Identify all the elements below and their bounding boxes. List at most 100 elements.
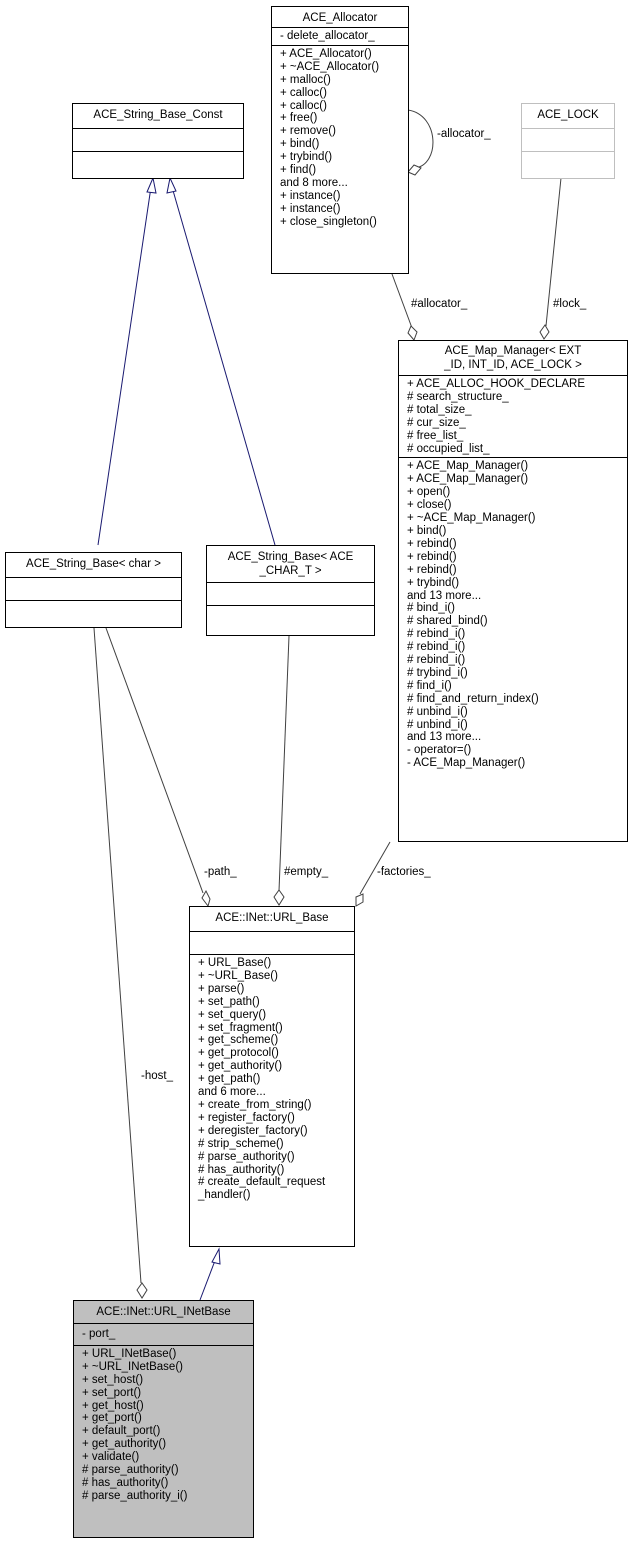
member-item[interactable]: # free_list_ xyxy=(407,429,464,442)
member-item[interactable]: + malloc() xyxy=(280,73,331,86)
member-item[interactable]: - ACE_Map_Manager() xyxy=(407,757,526,770)
member-item[interactable]: # unbind_i() xyxy=(407,705,468,718)
member-item[interactable]: # cur_size_ xyxy=(407,416,466,429)
member-item[interactable]: # find_and_return_index() xyxy=(407,692,539,705)
class-ace-allocator[interactable]: ACE_Allocator - delete_allocator_ + ACE_… xyxy=(271,6,409,274)
member-item[interactable]: + set_query() xyxy=(198,1008,267,1021)
member-item[interactable]: + deregister_factory() xyxy=(198,1124,308,1137)
member-item[interactable]: + get_protocol() xyxy=(198,1047,279,1060)
member-item[interactable]: + ACE_Allocator() xyxy=(280,47,372,60)
member-item[interactable]: + ~URL_Base() xyxy=(198,969,278,982)
class-url-base[interactable]: ACE::INet::URL_Base + URL_Base()+ ~URL_B… xyxy=(189,906,355,1247)
member-item[interactable]: + calloc() xyxy=(280,99,327,112)
aggregation-diamond xyxy=(355,893,364,907)
class-ace-string-base-ace-char-t[interactable]: ACE_String_Base< ACE _CHAR_T > xyxy=(206,545,375,636)
member-item[interactable]: + trybind() xyxy=(280,151,333,164)
member-item[interactable]: # rebind_i() xyxy=(407,628,466,641)
member-item[interactable]: - delete_allocator_ xyxy=(280,30,375,42)
member-item[interactable]: + find() xyxy=(280,164,317,177)
member-item[interactable]: + ACE_Map_Manager() xyxy=(407,473,529,486)
class-ace-map-manager[interactable]: ACE_Map_Manager< EXT _ID, INT_ID, ACE_LO… xyxy=(398,340,628,842)
member-item[interactable]: + trybind() xyxy=(407,576,460,589)
member-item[interactable]: + set_host() xyxy=(82,1373,144,1386)
member-item[interactable]: + remove() xyxy=(280,125,336,138)
class-title: ACE_String_Base< ACE _CHAR_T > xyxy=(207,546,374,582)
member-item[interactable]: + get_path() xyxy=(198,1073,261,1086)
member-item[interactable]: # total_size_ xyxy=(407,403,472,416)
aggregation-diamond xyxy=(273,889,285,906)
member-item[interactable]: # search_structure_ xyxy=(407,390,509,403)
member-item[interactable]: + get_authority() xyxy=(82,1438,167,1451)
member-item[interactable]: # parse_authority() xyxy=(82,1464,179,1477)
member-item[interactable]: + validate() xyxy=(82,1451,140,1464)
member-item[interactable]: # create_default_request xyxy=(198,1176,326,1189)
inheritance-arrowhead xyxy=(166,176,177,194)
member-item[interactable]: + free() xyxy=(280,112,318,125)
attributes-section: + ACE_ALLOC_HOOK_DECLARE# search_structu… xyxy=(399,375,627,457)
member-item[interactable]: # bind_i() xyxy=(407,602,455,615)
member-item[interactable]: and 13 more... xyxy=(407,731,482,744)
member-item[interactable]: + rebind() xyxy=(407,563,457,576)
association-edge-lock xyxy=(545,177,562,327)
member-item[interactable]: # parse_authority_i() xyxy=(82,1489,188,1502)
inheritance-arrowhead xyxy=(146,176,157,194)
member-item[interactable]: # has_authority() xyxy=(82,1476,169,1489)
class-ace-lock[interactable]: ACE_LOCK xyxy=(521,103,615,179)
member-item[interactable]: + get_scheme() xyxy=(198,1034,279,1047)
member-item[interactable]: + ~ACE_Allocator() xyxy=(280,60,380,73)
member-item[interactable]: + instance() xyxy=(280,202,341,215)
member-item[interactable]: + close_singleton() xyxy=(280,215,377,228)
member-item[interactable]: # rebind_i() xyxy=(407,654,466,667)
member-item[interactable]: # occupied_list_ xyxy=(407,442,490,455)
member-item[interactable]: + bind() xyxy=(280,138,320,151)
class-url-inetbase[interactable]: ACE::INet::URL_INetBase - port_ + URL_IN… xyxy=(73,1300,254,1538)
class-ace-string-base-char[interactable]: ACE_String_Base< char > xyxy=(5,552,182,628)
member-item[interactable]: # strip_scheme() xyxy=(198,1137,284,1150)
member-item[interactable]: + get_port() xyxy=(82,1412,142,1425)
association-edge-allocator-self xyxy=(407,109,434,169)
member-item[interactable]: + set_port() xyxy=(82,1386,142,1399)
member-item[interactable]: # unbind_i() xyxy=(407,718,468,731)
member-item[interactable]: - port_ xyxy=(82,1328,116,1340)
member-item[interactable]: and 13 more... xyxy=(407,589,482,602)
member-item[interactable]: + set_path() xyxy=(198,995,260,1008)
member-item[interactable]: and 6 more... xyxy=(198,1086,266,1099)
member-item[interactable]: + rebind() xyxy=(407,550,457,563)
member-item[interactable]: + get_host() xyxy=(82,1399,144,1412)
class-title-line: _CHAR_T > xyxy=(259,565,322,577)
member-item[interactable]: + instance() xyxy=(280,189,341,202)
member-item[interactable]: + ACE_Map_Manager() xyxy=(407,460,529,473)
member-item[interactable]: - operator=() xyxy=(407,744,472,757)
member-item[interactable]: + create_from_string() xyxy=(198,1098,312,1111)
member-item[interactable]: + close() xyxy=(407,499,452,512)
member-item[interactable]: # rebind_i() xyxy=(407,641,466,654)
member-item[interactable]: # trybind_i() xyxy=(407,666,468,679)
member-item[interactable]: + calloc() xyxy=(280,86,327,99)
member-item[interactable]: + ~URL_INetBase() xyxy=(82,1360,183,1373)
member-item[interactable]: + bind() xyxy=(407,524,447,537)
member-item[interactable]: + ~ACE_Map_Manager() xyxy=(407,512,536,525)
class-title-line: ACE_String_Base< ACE xyxy=(227,551,354,563)
member-item[interactable]: + get_authority() xyxy=(198,1060,283,1073)
member-item[interactable]: + open() xyxy=(407,486,451,499)
member-item[interactable]: # find_i() xyxy=(407,679,452,692)
member-item[interactable]: + parse() xyxy=(198,982,245,995)
member-item[interactable]: and 8 more... xyxy=(280,176,348,189)
member-item[interactable]: # has_authority() xyxy=(198,1163,285,1176)
member-item[interactable]: _handler() xyxy=(198,1189,251,1202)
class-title: ACE::INet::URL_Base xyxy=(215,912,329,924)
edge-label-factories: -factories_ xyxy=(377,866,431,878)
member-item[interactable]: # shared_bind() xyxy=(407,615,488,628)
member-item[interactable]: # parse_authority() xyxy=(198,1150,295,1163)
member-item[interactable]: + URL_INetBase() xyxy=(82,1347,177,1360)
member-item[interactable]: + register_factory() xyxy=(198,1111,295,1124)
member-item[interactable]: + URL_Base() xyxy=(198,957,272,969)
class-title-line: _ID, INT_ID, ACE_LOCK > xyxy=(444,359,582,371)
member-item[interactable]: + rebind() xyxy=(407,537,457,550)
member-item[interactable]: + default_port() xyxy=(82,1425,161,1438)
member-item[interactable]: + set_fragment() xyxy=(198,1021,283,1034)
association-edge-path xyxy=(105,627,204,894)
class-ace-string-base-const[interactable]: ACE_String_Base_Const xyxy=(72,103,244,179)
attributes-section xyxy=(190,931,354,954)
member-item[interactable]: + ACE_ALLOC_HOOK_DECLARE xyxy=(407,378,586,390)
